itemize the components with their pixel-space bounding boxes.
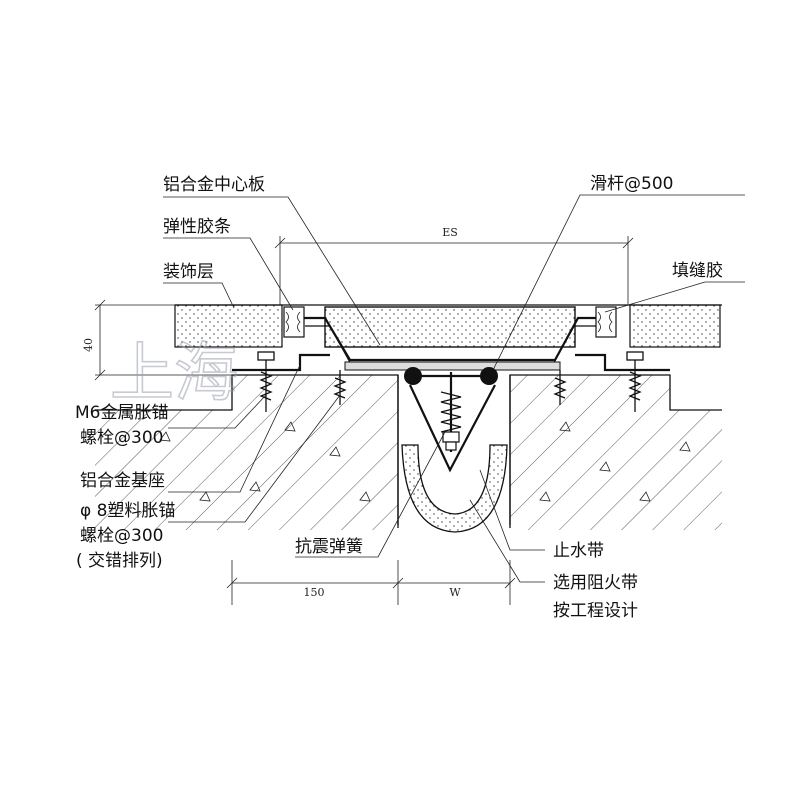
aggregate-marks: [159, 421, 691, 502]
label-plastic-anchor-3: ( 交错排列): [76, 551, 163, 571]
watermark: 上海: [110, 337, 238, 411]
dimension-w-label: W: [449, 586, 461, 599]
dimension-bottom: [226, 560, 516, 605]
elastic-strip: [283, 306, 617, 338]
aluminum-center-plate: [300, 306, 605, 371]
label-m6-anchor-1: M6金属胀锚: [75, 403, 168, 423]
label-plastic-anchor-1: φ 8塑料胀锚: [80, 501, 175, 521]
label-slide-bar: 滑杆@500: [590, 174, 673, 194]
dimension-height-label: 40: [82, 338, 95, 352]
anchor-bolts: [257, 351, 644, 412]
dimension-es-label: ES: [442, 226, 458, 239]
decor-layer: [174, 304, 722, 348]
label-base-seat: 铝合金基座: [80, 471, 165, 491]
label-decor-layer: 装饰层: [163, 262, 214, 282]
label-elastic-strip: 弹性胶条: [163, 217, 231, 237]
dimension-es: [274, 236, 634, 305]
label-fire-barrier-1: 选用阻火带: [553, 573, 638, 593]
label-fire-barrier-2: 按工程设计: [553, 601, 638, 621]
leader-lines: [163, 194, 745, 583]
dimension-150-label: 150: [304, 586, 325, 599]
label-water-stop: 止水带: [553, 541, 604, 561]
label-seismic-spring: 抗震弹簧: [295, 537, 363, 557]
right-concrete-slab: [509, 374, 722, 530]
label-m6-anchor-2: 螺栓@300: [80, 428, 163, 448]
water-stop: [401, 444, 508, 533]
dimension-height: [94, 299, 232, 381]
label-filler-glue: 填缝胶: [672, 261, 723, 281]
seismic-spring: [440, 372, 462, 452]
joint-gap: [397, 375, 511, 528]
label-center-plate: 铝合金中心板: [163, 175, 265, 195]
label-plastic-anchor-2: 螺栓@300: [80, 526, 163, 546]
